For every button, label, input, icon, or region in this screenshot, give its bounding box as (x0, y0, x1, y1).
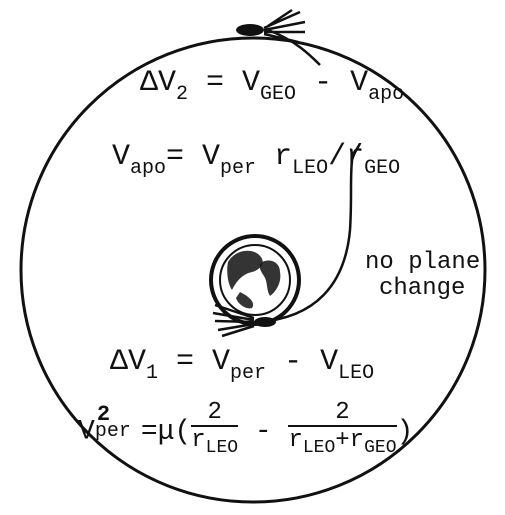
v-apo-equation: Vapo= Vper rLEO/rGEO (112, 140, 400, 179)
fraction-2-over-rleo-plus-rgeo: 2 rLEO+rGEO (288, 399, 397, 457)
numerator-2: 2 (335, 399, 350, 426)
delta-v-symbol: ΔV (140, 66, 177, 100)
subscript-leo: LEO (292, 157, 329, 180)
minus-v: - V (296, 66, 369, 100)
transfer-orbit-arc-top (267, 28, 321, 66)
no-plane-change-note: no plane change (365, 250, 480, 302)
v-symbol: V (78, 416, 95, 448)
spacecraft-perigee-icon (212, 303, 276, 338)
numerator-2: 2 (207, 399, 222, 426)
subscript-geo: GEO (364, 438, 397, 458)
transfer-orbit-arc-end (350, 142, 362, 161)
equals-mu-paren: =μ( (140, 416, 192, 448)
spacecraft-apogee-icon (236, 8, 306, 44)
r-symbol: r (191, 427, 206, 454)
subscript-2: 2 (176, 83, 189, 106)
subscript-apo: apo (130, 157, 167, 180)
close-paren: ) (396, 416, 414, 448)
subscript-1: 1 (146, 362, 159, 385)
earth-icon (209, 234, 301, 326)
equals-v: = V (158, 345, 231, 379)
subscript-apo: apo (368, 83, 405, 106)
delta-v-symbol: ΔV (110, 345, 147, 379)
subscript-leo: LEO (205, 438, 239, 458)
delta-v1-equation: ΔV1 = Vper - VLEO (110, 345, 374, 384)
subscript-per: per (94, 420, 131, 444)
equals-v: = V (188, 66, 261, 100)
r-symbol: r (288, 427, 303, 454)
v-symbol: V (112, 140, 131, 174)
note-line-1: no plane (365, 249, 481, 276)
equals-v: = V (166, 140, 221, 174)
subscript-per: per (230, 362, 267, 385)
r-symbol: r (256, 140, 293, 174)
plus-r: +r (335, 427, 365, 454)
superscript-2: 2 (96, 402, 111, 428)
subscript-per: per (220, 157, 257, 180)
transfer-orbit-arc (257, 159, 354, 324)
subscript-leo: LEO (338, 362, 375, 385)
subscript-geo: GEO (260, 83, 297, 106)
minus-v: - V (266, 345, 339, 379)
subscript-leo: LEO (302, 438, 336, 458)
subscript-geo: GEO (364, 157, 401, 180)
delta-v2-equation: ΔV2 = VGEO - Vapo (140, 66, 404, 105)
geo-orbit-circle (19, 36, 487, 504)
minus-sign: - (238, 416, 289, 448)
note-line-2: change (379, 275, 466, 302)
slash-r: /r (328, 140, 365, 174)
